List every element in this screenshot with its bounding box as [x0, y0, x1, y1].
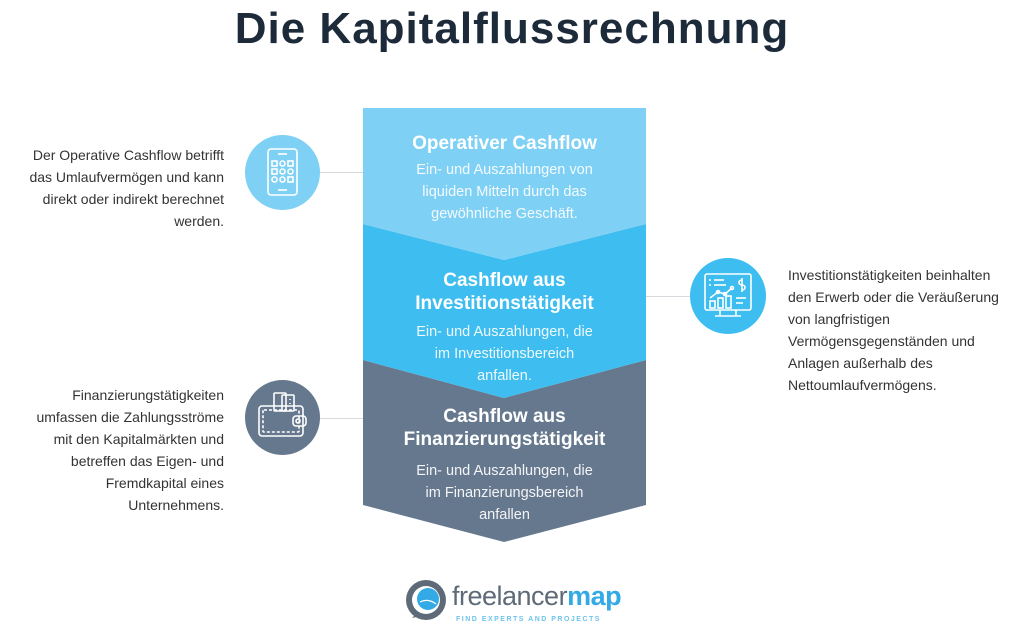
annotation-line: Fremdkapital eines [105, 475, 224, 491]
annotation-line: Unternehmens. [128, 497, 224, 513]
investment-block: Cashflow aus Investitionstätigkeit Ein- … [363, 269, 646, 387]
connector-line-operative [318, 172, 363, 173]
annotation-line: betreffen das Eigen- und [70, 453, 224, 469]
operative-annotation: Der Operative Cashflow betrifft das Umla… [10, 144, 224, 232]
title-line: Investitionstätigkeit [415, 293, 594, 314]
annotation-line: den Erwerb oder die Veräußerung [788, 289, 999, 305]
investment-description: Ein- und Auszahlungen, die im Investitio… [363, 321, 646, 387]
investment-annotation: Investitionstätigkeiten beinhalten den E… [788, 264, 1024, 396]
annotation-line: direkt oder indirekt berechnet [42, 191, 224, 207]
desc-line: liquiden Mitteln durch das [422, 184, 587, 200]
desc-line: Ein- und Auszahlungen, die [416, 324, 593, 340]
annotation-line: Vermögensgegenständen und [788, 333, 975, 349]
annotation-line: von langfristigen [788, 311, 890, 327]
investment-title: Cashflow aus Investitionstätigkeit [363, 269, 646, 315]
monitor-chart-dollar-icon [704, 273, 752, 317]
annotation-line: Finanzierungstätigkeiten [72, 387, 224, 403]
freelancermap-globe-icon [406, 580, 446, 620]
annotation-line: das Umlaufvermögen und kann [29, 169, 224, 185]
annotation-line: Investitionstätigkeiten beinhalten [788, 267, 991, 283]
operative-chevron [363, 108, 646, 260]
operative-title: Operativer Cashflow [412, 133, 597, 154]
financing-annotation: Finanzierungstätigkeiten umfassen die Za… [10, 384, 224, 516]
annotation-line: werden. [174, 213, 224, 229]
connector-line-investment [646, 296, 692, 297]
title-line: Cashflow aus [443, 406, 566, 427]
annotation-line: Der Operative Cashflow betrifft [32, 147, 224, 163]
logo-tagline: FIND EXPERTS AND PROJECTS [456, 616, 601, 623]
financing-chevron [363, 360, 646, 542]
tablet-icon [267, 148, 298, 196]
financing-title: Cashflow aus Finanzierungstätigkeit [363, 405, 646, 451]
desc-line: im Investitionsbereich [434, 346, 575, 362]
investment-icon-circle [690, 258, 766, 334]
desc-line: anfallen [479, 507, 530, 523]
investment-chevron [363, 224, 646, 398]
desc-line: Ein- und Auszahlungen, die [416, 463, 593, 479]
logo-word-freelancer: freelancer [452, 581, 568, 611]
operative-description: Ein- und Auszahlungen von liquiden Mitte… [363, 159, 646, 225]
title-line: Finanzierungstätigkeit [403, 429, 606, 450]
desc-line: anfallen. [477, 368, 532, 384]
financing-block: Cashflow aus Finanzierungstätigkeit Ein-… [363, 405, 646, 526]
desc-line: gewöhnliche Geschäft. [431, 206, 578, 222]
desc-line: im Finanzierungsbereich [425, 485, 584, 501]
financing-description: Ein- und Auszahlungen, die im Finanzieru… [363, 460, 646, 526]
wallet-icon [258, 392, 307, 437]
title-line: Cashflow aus [443, 270, 566, 291]
page-title: Die Kapitalflussrechnung [234, 4, 790, 53]
desc-line: Ein- und Auszahlungen von [416, 162, 593, 178]
logo-wordmark: freelancermap [452, 581, 622, 612]
connector-line-financing [318, 418, 363, 419]
annotation-line: Anlagen außerhalb des [788, 355, 933, 371]
annotation-line: umfassen die Zahlungsströme [36, 409, 224, 425]
operative-block: Operativer Cashflow Ein- und Auszahlunge… [363, 132, 646, 225]
annotation-line: mit den Kapitalmärkten und [53, 431, 224, 447]
operative-icon-circle [245, 135, 320, 210]
financing-icon-circle [245, 380, 320, 455]
freelancermap-logo: freelancermap FIND EXPERTS AND PROJECTS [404, 578, 624, 628]
annotation-line: Nettoumlaufvermögens. [788, 377, 937, 393]
logo-word-map: map [567, 581, 622, 611]
